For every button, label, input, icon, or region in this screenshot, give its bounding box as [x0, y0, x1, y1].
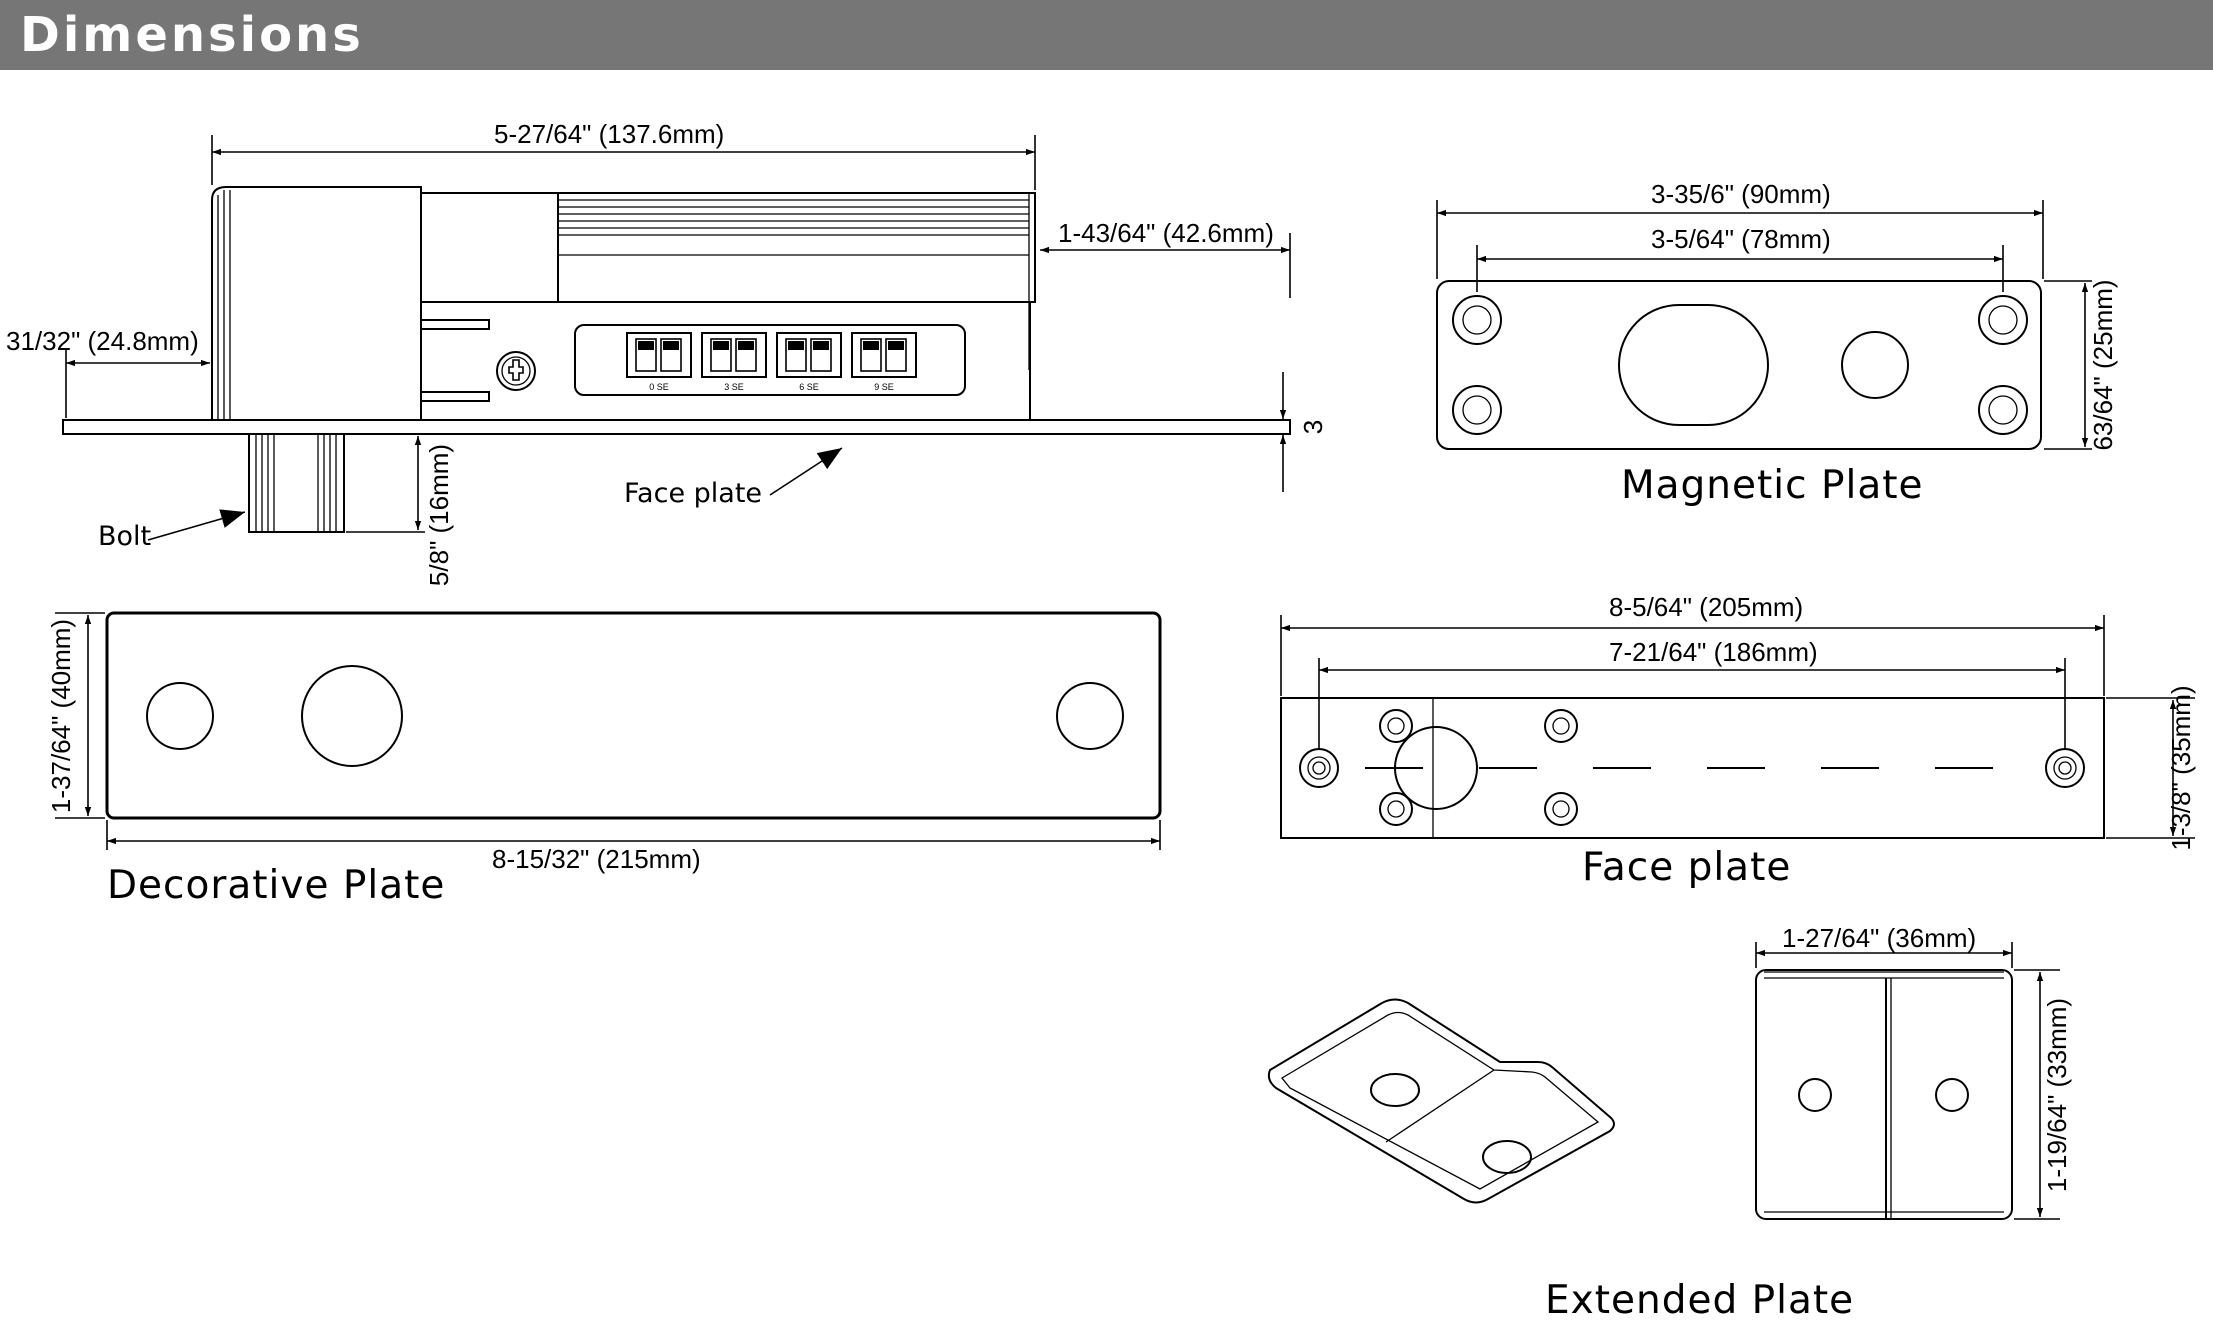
- dip-switch-label: 6 SE: [799, 382, 819, 392]
- decorative-plate-title: Decorative Plate: [107, 863, 445, 908]
- lock-body-mid-block: [420, 192, 559, 303]
- dip-switch: 6 SE: [776, 332, 842, 392]
- dim-decorative-height: 1-37/64" (40mm): [46, 619, 76, 813]
- callout-face-plate: Face plate: [624, 478, 762, 509]
- dim-lock-left: 31/32" (24.8mm): [6, 326, 199, 356]
- dim-face-thickness: 3: [1298, 420, 1328, 434]
- dim-face-outer: 8-5/64" (205mm): [1609, 592, 1803, 622]
- dim-extended-height: 1-19/64" (33mm): [2042, 998, 2072, 1192]
- magnetic-plate-drawing: 3-35/6" (90mm) 3-5/64" (78mm) 63/64" (25…: [1436, 179, 2118, 508]
- lock-body-housing: [420, 301, 1031, 420]
- lock-body-drawing: 0 SE 3 SE 6 SE 9 SE 5-27/64" (137.6mm) 1-43…: [6, 119, 1328, 586]
- extended-plate-title: Extended Plate: [1545, 1278, 1854, 1322]
- dip-switch-panel: [574, 324, 966, 396]
- dim-magnetic-outer: 3-35/6" (90mm): [1651, 179, 1831, 209]
- decorative-plate-drawing: 1-37/64" (40mm) 8-15/32" (215mm) Decorat…: [46, 611, 1162, 908]
- dip-switch: 0 SE: [626, 332, 692, 392]
- callout-bolt: Bolt: [98, 521, 151, 552]
- page-title: Dimensions: [20, 7, 364, 63]
- dip-switch: 3 SE: [701, 332, 767, 392]
- dip-switch-label: 3 SE: [724, 382, 744, 392]
- screw-icon: [496, 351, 536, 391]
- magnetic-plate-outline: [1436, 280, 2042, 450]
- face-plate-outline: [1280, 697, 2105, 839]
- dim-magnetic-inner: 3-5/64" (78mm): [1651, 224, 1831, 254]
- face-plate-drawing: 8-5/64" (205mm) 7-21/64" (186mm) 1-3/8" …: [1280, 592, 2196, 890]
- decorative-plate-outline: [105, 611, 1162, 820]
- dim-lock-length: 5-27/64" (137.6mm): [494, 119, 724, 149]
- dim-face-inner: 7-21/64" (186mm): [1609, 637, 1818, 667]
- face-plate-title: Face plate: [1582, 845, 1791, 890]
- dip-switch: 9 SE: [851, 332, 917, 392]
- header-bar: Dimensions: [0, 0, 2213, 70]
- lock-body-left-block: [211, 186, 422, 420]
- dim-face-height: 1-3/8" (35mm): [2166, 685, 2196, 850]
- dim-extended-width: 1-27/64" (36mm): [1782, 923, 1976, 953]
- dim-bolt: 5/8" (16mm): [424, 444, 454, 586]
- face-plate-strip: [62, 419, 1291, 435]
- bolt: [248, 433, 345, 533]
- magnetic-plate-title: Magnetic Plate: [1621, 463, 1924, 508]
- dim-decorative-length: 8-15/32" (215mm): [492, 844, 701, 874]
- dip-switch-label: 0 SE: [649, 382, 669, 392]
- extended-plate-drawing: 1-27/64" (36mm) 1-19/64" (33mm) Extended…: [1267, 923, 2072, 1322]
- lock-body-fins: [558, 192, 1036, 303]
- dip-switch-label: 9 SE: [874, 382, 894, 392]
- dim-lock-height: 1-43/64" (42.6mm): [1058, 218, 1274, 248]
- extended-plate-iso-outline: [1267, 998, 1615, 1204]
- extended-plate-front-outline: [1755, 969, 2013, 1220]
- dim-magnetic-height: 63/64" (25mm): [2088, 279, 2118, 450]
